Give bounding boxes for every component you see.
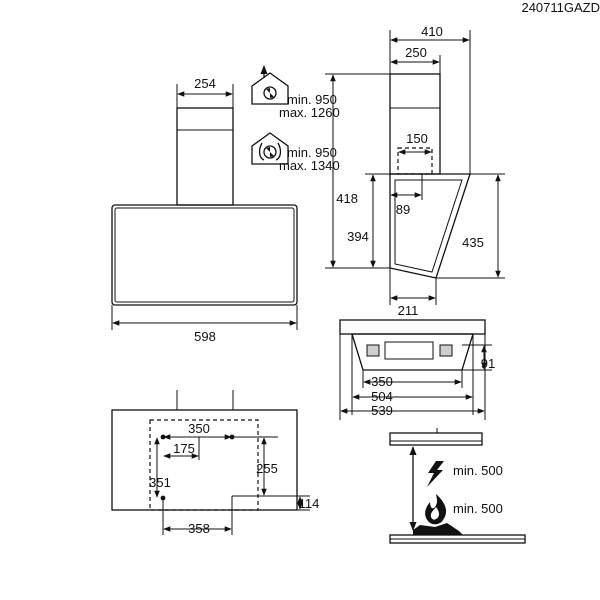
mounting-wall-outline	[111, 409, 298, 511]
dim-hood-width: 598	[194, 329, 216, 344]
dim-height-394: 394	[347, 229, 369, 244]
front-hood-panel	[114, 207, 295, 303]
electric-hob-icon	[427, 461, 444, 487]
front-chimney	[176, 107, 234, 206]
clearance-gas: min. 500	[453, 501, 503, 516]
top-view-plate	[339, 319, 486, 335]
recirculation-min-height: min. 950	[287, 145, 337, 160]
dim-mount-358: 358	[188, 521, 210, 536]
front-view: 254 598	[111, 76, 298, 344]
clearance-electric: min. 500	[453, 463, 503, 478]
mounting-template	[149, 419, 259, 511]
dim-mount-350: 350	[188, 421, 210, 436]
dim-mount-351: 351	[149, 475, 171, 490]
top-view: 91 350 504 539	[339, 319, 495, 420]
dim-top-539: 539	[371, 403, 393, 418]
dim-top-total: 410	[421, 24, 443, 39]
recirculation-mode-icon	[251, 132, 289, 165]
dim-top-350: 350	[371, 374, 393, 389]
dim-outlet-offset: 89	[396, 202, 410, 217]
dim-mount-114: 114	[299, 496, 320, 511]
extraction-min-height: min. 950	[287, 92, 337, 107]
clearance-hood	[389, 432, 483, 446]
front-hood-body	[111, 204, 298, 306]
side-view: 410 250 150 89 418 394 435 211	[325, 24, 505, 318]
dim-mount-255: 255	[256, 461, 278, 476]
dim-top-chimney: 250	[405, 45, 427, 60]
extraction-mode-icon	[251, 65, 289, 105]
dim-outlet-width: 150	[406, 131, 428, 146]
document-code: 240711GAZD	[521, 0, 600, 15]
clearance-view	[389, 428, 526, 544]
dim-chimney-width: 254	[194, 76, 216, 91]
dim-mount-175: 175	[173, 441, 195, 456]
dim-height-435: 435	[462, 235, 484, 250]
dim-base-width: 211	[398, 303, 419, 318]
recirculation-max-height: max. 1340	[279, 158, 340, 173]
extraction-max-height: max. 1260	[279, 105, 340, 120]
mounting-view: 350 175 255 351 114 358	[111, 390, 320, 536]
side-hood-body	[389, 173, 471, 279]
gas-hob-icon	[425, 494, 447, 525]
dim-top-91: 91	[481, 356, 495, 371]
dim-height-418: 418	[336, 191, 358, 206]
dim-top-504: 504	[371, 389, 393, 404]
